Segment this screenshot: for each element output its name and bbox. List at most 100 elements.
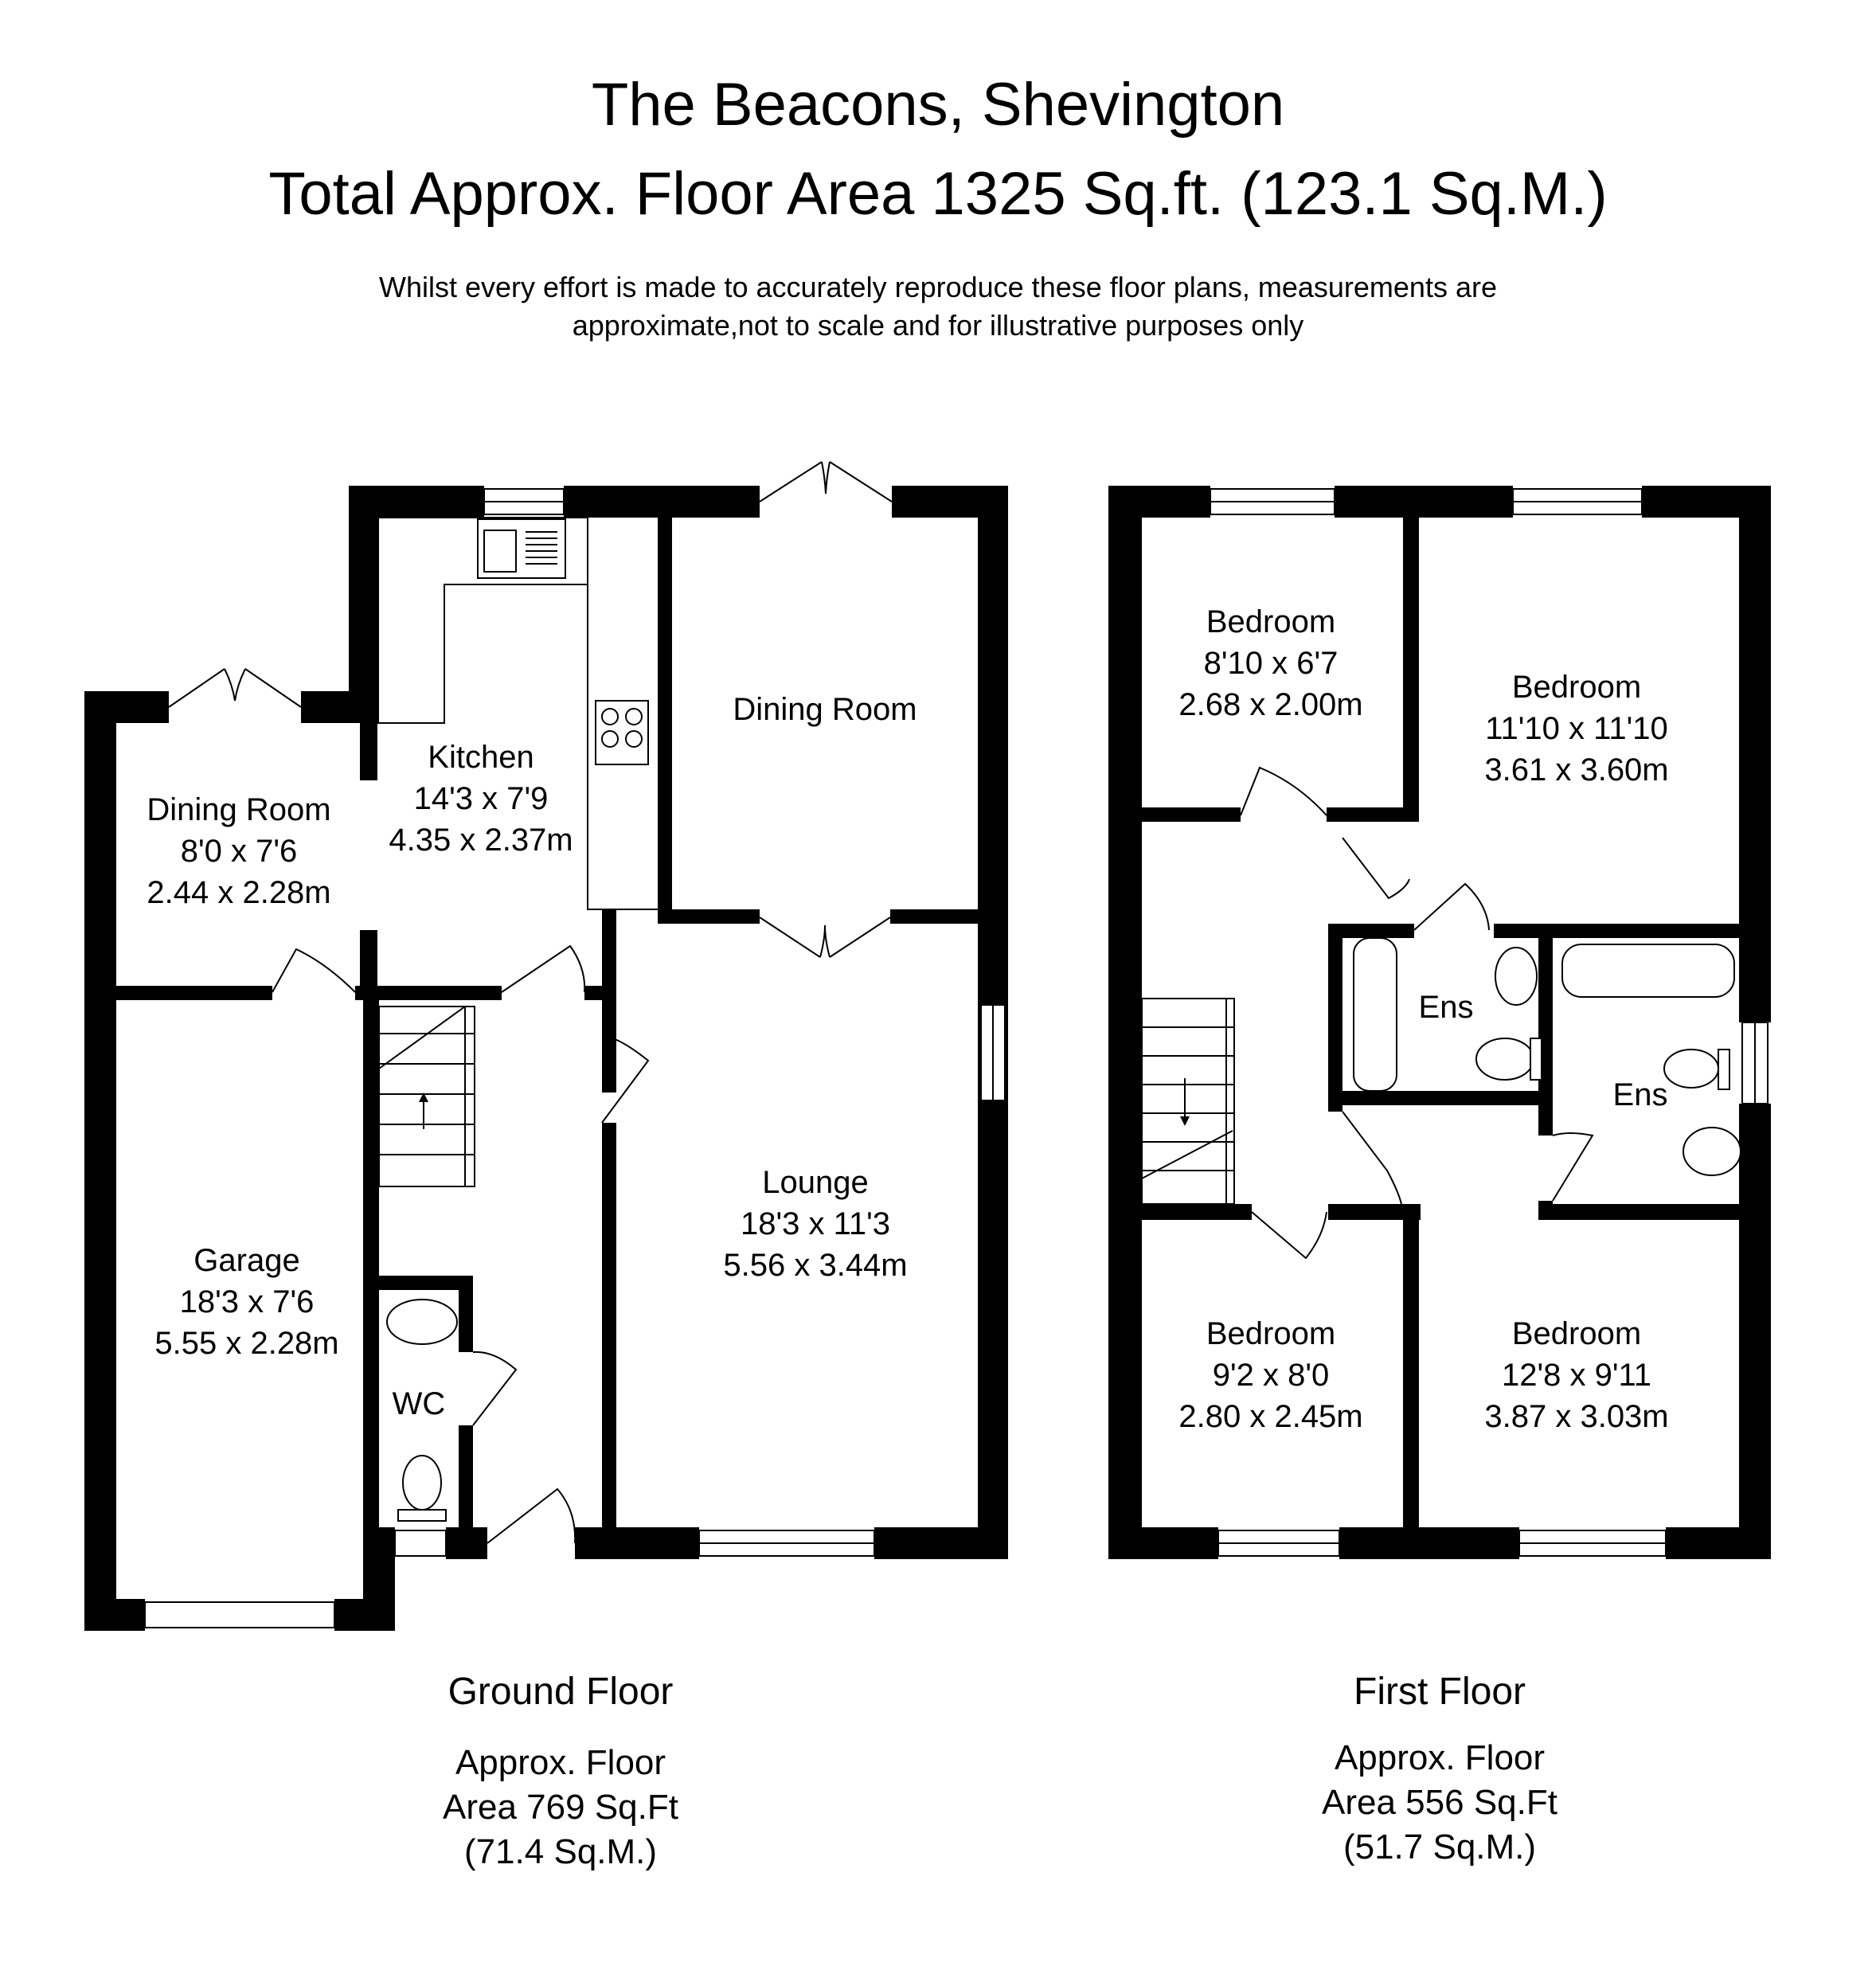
- door: [1413, 882, 1490, 931]
- wc-window: [394, 1530, 447, 1557]
- room-name-bedroom: Bedroom: [1512, 670, 1641, 705]
- room-dim-imperial: 8'0 x 7'6: [181, 834, 297, 869]
- wall: [1666, 1527, 1771, 1559]
- disclaimer-line-1: Whilst every effort is made to accuratel…: [379, 271, 1497, 303]
- room-dim-metric: 2.44 x 2.28m: [147, 875, 330, 910]
- room-name-kitchen: Kitchen: [428, 740, 533, 775]
- wall: [1538, 1201, 1553, 1220]
- door: [1342, 837, 1410, 900]
- room-dim-metric: 3.61 x 3.60m: [1484, 752, 1668, 788]
- wall: [602, 1123, 616, 1527]
- wall: [1327, 807, 1419, 822]
- internal-french-doors: [759, 917, 891, 958]
- room-dim-imperial: 12'8 x 9'11: [1502, 1358, 1651, 1393]
- bath-icon: [1353, 937, 1397, 1092]
- first-floor-area: Approx. Floor: [1335, 1738, 1545, 1777]
- room-dim-imperial: 9'2 x 8'0: [1213, 1358, 1329, 1393]
- wall: [1538, 924, 1553, 1136]
- wall: [1553, 1204, 1739, 1220]
- wall: [1328, 1091, 1553, 1105]
- ground-floor-area: Approx. Floor: [455, 1743, 666, 1782]
- wall: [360, 930, 377, 1000]
- wall: [1108, 486, 1142, 1559]
- room-name-wc: WC: [393, 1386, 446, 1421]
- wall: [1142, 807, 1241, 822]
- wall: [1328, 1204, 1421, 1220]
- door: [501, 944, 586, 993]
- room-dim-metric: 5.55 x 2.28m: [154, 1326, 338, 1361]
- first-floor-area: Area 556 Sq.Ft: [1322, 1783, 1557, 1822]
- wall: [1142, 1204, 1252, 1220]
- wall: [459, 1425, 473, 1543]
- room-dim-metric: 5.56 x 3.44m: [723, 1248, 907, 1283]
- door: [601, 1035, 650, 1124]
- hob-icon: [595, 700, 649, 765]
- toilet-icon: [402, 1455, 442, 1511]
- wall: [564, 486, 760, 518]
- plan-title: The Beacons, Shevington: [591, 71, 1285, 139]
- wall: [874, 1527, 1008, 1559]
- room-dim-metric: 4.35 x 2.37m: [389, 823, 573, 858]
- garage-door-opening: [144, 1601, 335, 1628]
- ground-floor-area: (71.4 Sq.M.): [464, 1832, 657, 1871]
- room-name-bedroom: Bedroom: [1512, 1316, 1641, 1351]
- door: [1240, 766, 1327, 816]
- wall: [1739, 1104, 1771, 1559]
- room-name-ensuite: Ens: [1419, 990, 1474, 1025]
- room-name-garage: Garage: [193, 1243, 299, 1278]
- wall: [379, 1276, 471, 1290]
- room-dim-metric: 2.68 x 2.00m: [1178, 687, 1362, 722]
- ground-floor-area: Area 769 Sq.Ft: [443, 1788, 678, 1827]
- total-area: Total Approx. Floor Area 1325 Sq.ft. (12…: [268, 160, 1608, 228]
- room-dim-imperial: 14'3 x 7'9: [414, 781, 549, 816]
- french-doors: [168, 668, 302, 708]
- room-dim-metric: 3.87 x 3.03m: [1484, 1399, 1668, 1434]
- toilet-icon: [1663, 1049, 1719, 1089]
- room-dim-metric: 2.80 x 2.45m: [1178, 1399, 1362, 1434]
- room-dim-imperial: 8'10 x 6'7: [1204, 646, 1339, 681]
- ground-floor-plan: [84, 461, 1008, 1631]
- basin-icon: [386, 1299, 458, 1345]
- room-dim-imperial: 18'3 x 11'3: [741, 1206, 890, 1241]
- room-name-ensuite: Ens: [1613, 1077, 1668, 1112]
- wall: [1108, 1527, 1218, 1559]
- wall: [890, 909, 978, 924]
- first-floor-label: First Floor: [1354, 1671, 1526, 1713]
- wall: [575, 1527, 699, 1559]
- wall: [84, 1599, 145, 1631]
- wall: [1328, 924, 1414, 938]
- wall: [658, 518, 672, 924]
- wall: [602, 909, 616, 1093]
- wall: [1328, 924, 1343, 1112]
- ground-floor-label: Ground Floor: [448, 1671, 674, 1713]
- stairs-icon: [378, 1006, 475, 1187]
- wall: [116, 986, 272, 1000]
- wall: [1494, 924, 1739, 938]
- door: [1342, 1111, 1402, 1205]
- wall: [1403, 1204, 1419, 1527]
- stairs-icon: [1141, 998, 1235, 1205]
- wall: [355, 986, 502, 1000]
- wall: [1739, 486, 1771, 1022]
- door: [272, 948, 356, 993]
- wall: [1339, 1527, 1519, 1559]
- door: [1251, 1211, 1327, 1260]
- wall: [360, 518, 377, 780]
- wall: [658, 909, 760, 924]
- wall: [1403, 518, 1419, 820]
- toilet-icon: [1475, 1038, 1534, 1081]
- door: [1552, 1132, 1594, 1202]
- basin-icon: [1495, 947, 1538, 1006]
- room-name-bedroom: Bedroom: [1206, 1316, 1335, 1351]
- first-floor-plan: [1108, 486, 1771, 1559]
- room-dim-imperial: 11'10 x 11'10: [1485, 711, 1668, 746]
- wall: [363, 1000, 379, 1605]
- room-dim-imperial: 18'3 x 7'6: [180, 1284, 315, 1319]
- basin-icon: [1683, 1127, 1741, 1176]
- wall: [459, 1276, 473, 1352]
- room-name-bedroom: Bedroom: [1206, 604, 1335, 639]
- bath-icon: [1561, 944, 1735, 998]
- front-door: [487, 1487, 576, 1544]
- wall: [84, 691, 116, 1631]
